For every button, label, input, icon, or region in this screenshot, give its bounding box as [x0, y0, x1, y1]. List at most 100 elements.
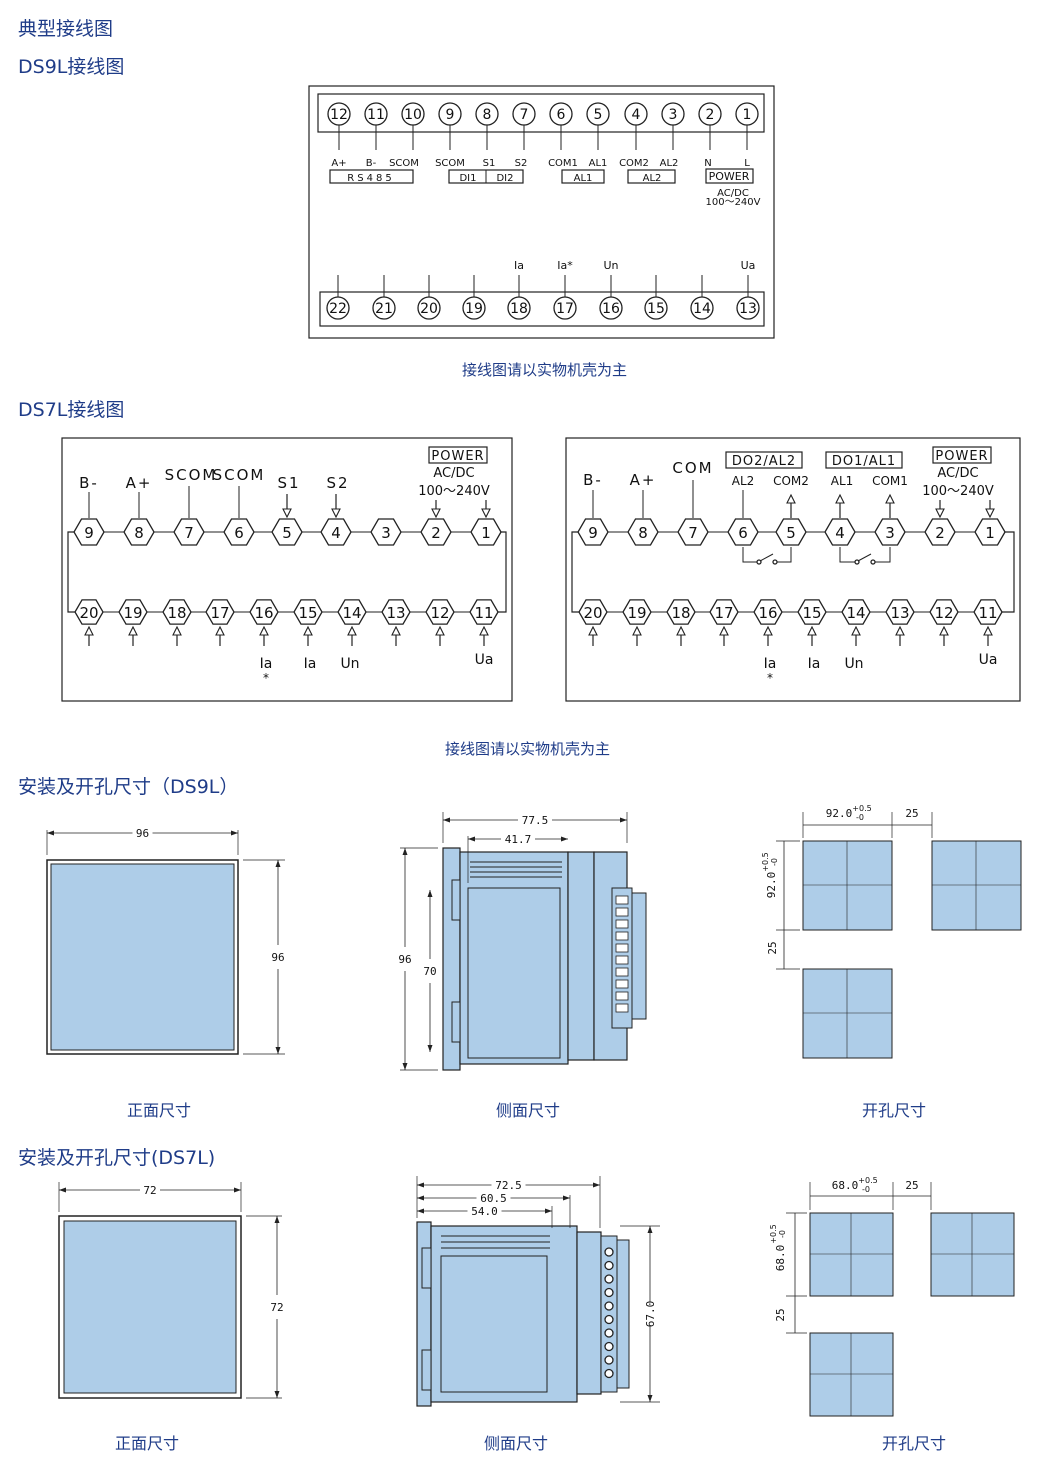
ds7l-side-height-arrow-bottom — [647, 1395, 653, 1402]
heading-ds7l-dims: 安装及开孔尺寸(DS7L) — [18, 1147, 216, 1169]
ds7l-left-outer-frame — [61, 437, 513, 702]
ds7l-right-input-arrow-14 — [851, 625, 861, 636]
ds9l-side-height-inner-label-bg — [420, 959, 440, 983]
ds7l-right-do1-label: DO1/AL1 — [832, 454, 896, 469]
ds7l-left-terminal-num-12: 12 — [430, 604, 449, 622]
ds9l-label-com1: COM1 — [548, 158, 578, 169]
ds9l-group-power — [705, 168, 754, 184]
ds9l-terminal-num-19: 19 — [465, 301, 483, 317]
note-ds9l: 接线图请以实物机壳为主 — [462, 361, 628, 379]
ds7l-right-outer-frame — [565, 437, 1021, 702]
ds7l-right-relay-1-wire-a — [839, 547, 855, 563]
ds7l-side-d2-label: 60.5 — [480, 1192, 507, 1205]
ds7l-right-power-box — [932, 446, 992, 464]
ds7l-right-terminal-num-9: 9 — [588, 524, 598, 542]
ds7l-right-label-com: COM — [672, 459, 713, 477]
ds7l-right-com1-arrow — [885, 493, 895, 504]
ds7l-left-terminal-14 — [337, 599, 367, 625]
ds7l-left-input-arrow-16 — [259, 625, 269, 636]
ds7l-left-terminal-num-8: 8 — [134, 524, 144, 542]
ds7l-left-bottom-label-14: Un — [340, 656, 359, 672]
ds7l-right-power-arrow-1 — [985, 508, 995, 519]
ds7l-front-height-label: 72 — [270, 1301, 283, 1314]
ds7l-right-relay-2-contact-b — [772, 559, 778, 565]
ds7l-right-input-arrow-20 — [588, 625, 598, 636]
ds9l-label-s1: S1 — [483, 158, 496, 169]
ds9l-cut-gap: 25 — [905, 807, 918, 820]
ds7l-left-terminal-num-16: 16 — [254, 604, 273, 622]
ds7l-right-power-spec-1: AC/DC — [937, 466, 978, 481]
ds7l-left-terminal-3 — [370, 518, 402, 546]
ds7l-side-screw — [604, 1328, 614, 1338]
ds7l-side-window — [440, 1255, 548, 1393]
ds7l-left-input-arrow-11 — [479, 625, 489, 636]
ds7l-side-screw — [604, 1314, 614, 1325]
ds7l-right-terminal-12 — [929, 599, 959, 625]
ds7l-right-input-arrow-11 — [983, 625, 993, 636]
ds7l-right-label-al2: AL2 — [732, 474, 755, 488]
ds7l-side-clip-top — [421, 1247, 432, 1289]
ds7l-front-height-arrow-top — [274, 1216, 280, 1223]
caption-ds7l-side: 侧面尺寸 — [484, 1434, 549, 1453]
ds7l-left-label-scom-1: SCOM — [165, 466, 218, 484]
ds9l-side-height-label-bg — [395, 947, 415, 971]
ds7l-left-label-a: A+ — [126, 474, 153, 492]
ds7l-left-terminal-num-15: 15 — [298, 604, 317, 622]
ds7l-left-terminal-num-20: 20 — [79, 604, 98, 622]
ds9l-group-rs485 — [329, 169, 414, 184]
ds7l-left-terminal-num-6: 6 — [234, 524, 244, 542]
ds9l-group-al2 — [627, 169, 676, 184]
ds7l-front-width-arrow-left — [59, 1187, 66, 1193]
ds7l-right-rail-right — [1002, 531, 1015, 613]
ds9l-terminal-num-8: 8 — [483, 107, 492, 123]
ds7l-side-screw — [604, 1341, 614, 1352]
ds7l-right-terminal-num-8: 8 — [638, 524, 648, 542]
ds9l-cutout-3 — [802, 968, 893, 1059]
ds7l-right-terminal-num-7: 7 — [688, 524, 698, 542]
ds9l-side-inner-label: 41.7 — [505, 833, 532, 846]
caption-ds9l-side: 侧面尺寸 — [496, 1101, 561, 1120]
ds9l-side-clip-top — [451, 879, 461, 921]
ds9l-bottom-label-18: Ia — [514, 259, 524, 272]
ds7l-left-star: * — [263, 671, 269, 685]
ds7l-side-terminal-block — [600, 1235, 618, 1393]
ds7l-left-label-scom-2: SCOM — [213, 466, 266, 484]
ds7l-side-d2-arrow-right — [563, 1195, 570, 1201]
ds9l-terminal-21 — [372, 296, 396, 320]
ds9l-terminal-num-4: 4 — [632, 107, 641, 123]
ds9l-terminal-13 — [736, 296, 760, 320]
ds7l-side-screw — [604, 1247, 614, 1257]
ds9l-group-label-di2: DI2 — [496, 173, 513, 184]
ds9l-terminal-18 — [507, 296, 531, 320]
ds7l-cut-tol-plus: +0.5 — [858, 1176, 877, 1185]
ds9l-cut-tol-plus: +0.5 — [852, 804, 871, 813]
ds7l-left-terminal-num-17: 17 — [210, 604, 229, 622]
ds7l-left-s2-arrow — [331, 508, 341, 519]
ds7l-right-terminal-num-20: 20 — [583, 604, 602, 622]
ds9l-terminal-num-21: 21 — [375, 301, 393, 317]
ds9l-terminal-num-20: 20 — [420, 301, 438, 317]
ds7l-left-power-label: POWER — [431, 449, 484, 464]
ds9l-side-terminal-slot — [615, 907, 629, 917]
heading-ds9l-wiring: DS9L接线图 — [18, 56, 125, 78]
ds9l-label-n: N — [704, 158, 711, 169]
ds9l-outer-frame — [308, 85, 775, 339]
ds7l-left-terminal-num-5: 5 — [282, 524, 292, 542]
ds7l-front-width-label-bg — [140, 1184, 160, 1196]
ds7l-left-rail-left — [67, 531, 80, 613]
ds7l-right-terminal-4 — [824, 518, 856, 546]
ds7l-cut-vgap: 25 — [774, 1308, 787, 1321]
ds7l-front-height-arrow-bottom — [274, 1391, 280, 1398]
ds9l-side-plug — [631, 892, 647, 1020]
ds7l-right-terminal-13 — [885, 599, 915, 625]
ds9l-group-al1 — [561, 169, 605, 184]
ds7l-side-plug — [616, 1239, 630, 1389]
ds7l-left-input-arrow-14 — [347, 625, 357, 636]
ds7l-left-terminal-17 — [205, 599, 235, 625]
ds9l-label-scom: SCOM — [435, 158, 465, 169]
ds7l-side-depth-arrow-left — [417, 1182, 424, 1188]
ds9l-side-height-inner-arrow-top — [427, 890, 433, 897]
ds7l-right-input-arrow-18 — [676, 625, 686, 636]
ds9l-side-height-inner-arrow-bottom — [427, 1045, 433, 1052]
ds9l-terminal-19 — [462, 296, 486, 320]
